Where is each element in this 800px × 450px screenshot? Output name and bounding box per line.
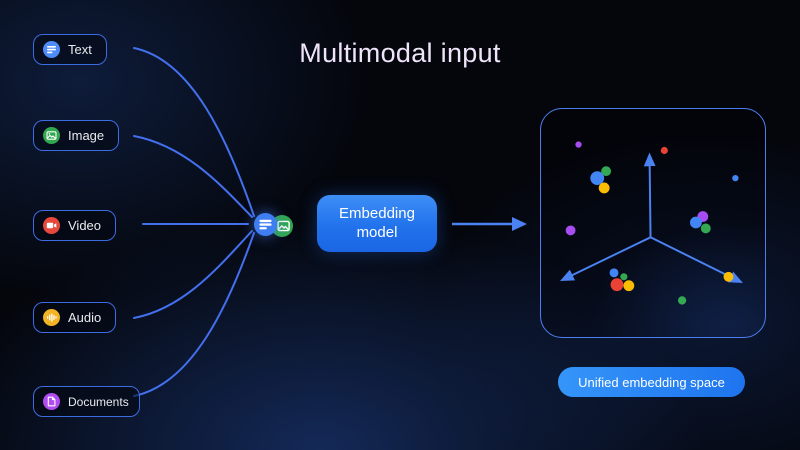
- badge-label: Unified embedding space: [578, 374, 725, 390]
- embedding-point-blue: [732, 174, 739, 182]
- embedding-point-green: [601, 166, 612, 177]
- embedding-point-yellow: [723, 271, 734, 282]
- embedding-point-blue: [609, 268, 619, 278]
- input-label: Audio: [68, 310, 102, 325]
- text-lines-icon: [43, 41, 60, 58]
- embedding-point-red: [610, 278, 624, 292]
- input-box-video: Video: [33, 210, 117, 241]
- document-icon: [43, 393, 60, 410]
- embedding-model-label: Embedding model: [339, 204, 415, 241]
- hub-text-icon: [254, 213, 277, 236]
- input-box-audio: Audio: [33, 302, 117, 333]
- embedding-point-purple: [565, 225, 576, 236]
- model-to-space-arrowhead: [512, 217, 527, 231]
- embedding-point-green: [677, 296, 687, 305]
- embedding-point-blue: [590, 171, 605, 186]
- input-box-text: Text: [33, 34, 107, 65]
- unified-embedding-space-badge: Unified embedding space: [558, 367, 745, 397]
- page-title: Multimodal input: [299, 38, 501, 68]
- embedding-point-green: [620, 273, 628, 281]
- input-label: Image: [68, 128, 105, 143]
- axes-3d: [560, 152, 743, 284]
- embedding-point-yellow: [623, 280, 635, 292]
- input-box-image: Image: [33, 120, 120, 151]
- input-box-documents: Documents: [33, 386, 140, 417]
- input-label: Video: [68, 218, 102, 233]
- connector-audio: [133, 230, 253, 319]
- embedding-space-plot: [560, 141, 743, 305]
- connector-image: [133, 135, 253, 218]
- embedding-point-blue: [689, 216, 702, 229]
- input-label: Documents: [68, 394, 129, 409]
- input-label: Text: [68, 42, 92, 57]
- embedding-point-purple: [575, 141, 582, 148]
- embedding-point-red: [660, 146, 668, 155]
- connector-text: [133, 47, 255, 217]
- audio-waveform-icon: [43, 309, 60, 326]
- embedding-point-yellow: [598, 182, 610, 194]
- embedding-space-box: [540, 108, 766, 338]
- embedding-model-node: Embedding model: [317, 195, 437, 252]
- embedding-points: [565, 141, 739, 305]
- embedding-point-green: [700, 223, 711, 234]
- image-icon: [43, 127, 60, 144]
- video-camera-icon: [43, 217, 60, 234]
- connector-documents: [133, 232, 255, 397]
